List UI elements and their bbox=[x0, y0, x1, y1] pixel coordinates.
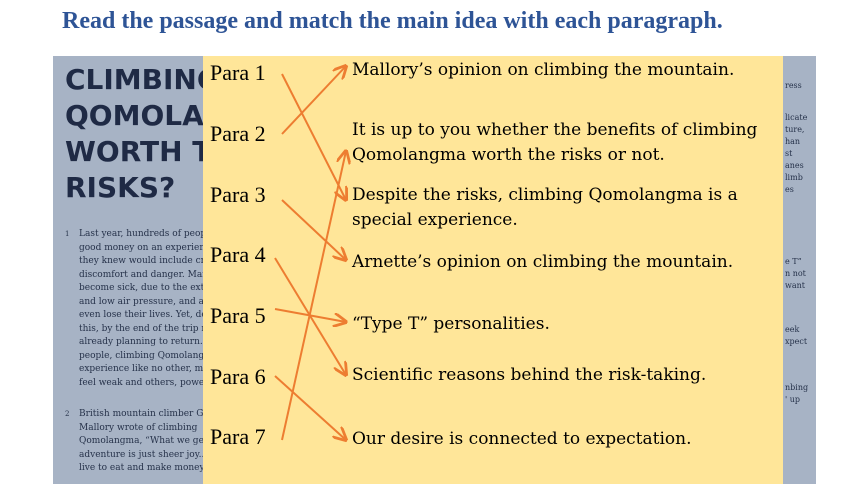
fragment-line: nbing bbox=[785, 383, 809, 392]
fragment-line: n not bbox=[785, 269, 806, 278]
instruction-heading: Read the passage and match the main idea… bbox=[62, 8, 723, 34]
article-line: Mallory wrote of climbing bbox=[79, 422, 198, 433]
article-line: Qomolangma, “What we ge bbox=[79, 436, 204, 446]
fragment-line: xpect bbox=[785, 337, 808, 346]
main-idea-5: “Type T” personalities. bbox=[352, 314, 550, 334]
paragraph-number: 1 bbox=[65, 230, 70, 238]
fragment-line: licate bbox=[785, 113, 808, 122]
article-line: British mountain climber Ge bbox=[79, 409, 209, 419]
article-line: live to eat and make money. bbox=[79, 463, 207, 473]
right-column-fragment: eek xpect bbox=[785, 324, 816, 348]
main-idea-3: Despite the risks, climbing Qomolangma i… bbox=[352, 185, 738, 230]
article-line: already planning to return. I bbox=[79, 337, 210, 347]
article-line: good money on an experience bbox=[79, 242, 216, 253]
fragment-line: han bbox=[785, 137, 801, 146]
article-paragraph-2: 2 British mountain climber Ge Mallory wr… bbox=[65, 408, 219, 476]
article-line: experience like no other, ma bbox=[79, 364, 209, 374]
match-arrow bbox=[274, 375, 346, 440]
fragment-line: ture, bbox=[785, 125, 805, 134]
right-column-fragment: licate ture, han st anes limb es bbox=[785, 112, 816, 196]
matching-card bbox=[203, 56, 783, 484]
article-title-line: RISKS? bbox=[65, 171, 176, 204]
paragraph-number: 2 bbox=[65, 410, 70, 418]
match-arrow bbox=[281, 66, 346, 135]
article-line: become sick, due to the extr bbox=[79, 283, 209, 293]
para-label-4: Para 4 bbox=[210, 242, 266, 267]
fragment-line: st bbox=[785, 149, 793, 158]
match-arrow bbox=[281, 199, 346, 260]
article-line: discomfort and danger. Man bbox=[79, 269, 208, 280]
fragment-line: limb bbox=[785, 173, 803, 182]
main-idea-4: Arnette’s opinion on climbing the mounta… bbox=[352, 252, 734, 272]
article-paragraph-1: 1 Last year, hundreds of people good mon… bbox=[65, 228, 219, 390]
right-column-fragment: e T” n not want bbox=[785, 256, 816, 292]
fragment-line: ' up bbox=[785, 395, 801, 404]
main-idea-7: Our desire is connected to expectation. bbox=[352, 429, 692, 449]
para-label-1: Para 1 bbox=[210, 60, 266, 85]
fragment-line: e T” bbox=[785, 257, 802, 266]
article-line: even lose their lives. Yet, des bbox=[79, 310, 212, 320]
article-line: people, climbing Qomolanga bbox=[79, 350, 210, 361]
main-idea-6: Scientific reasons behind the risk-takin… bbox=[352, 365, 707, 385]
article-line: this, by the end of the trip m bbox=[79, 323, 210, 334]
match-arrow bbox=[281, 151, 346, 441]
article-title-line: CLIMBING bbox=[65, 63, 220, 96]
para-label-2: Para 2 bbox=[210, 121, 266, 146]
right-column-fragment: nbing ' up bbox=[785, 382, 816, 406]
main-idea-2: It is up to you whether the benefits of … bbox=[352, 120, 758, 165]
fragment-line: ress bbox=[785, 81, 802, 90]
para-label-3: Para 3 bbox=[210, 182, 266, 207]
right-column-fragment: ress bbox=[785, 80, 816, 92]
fragment-line: es bbox=[785, 185, 794, 194]
article-line: they knew would include cr bbox=[79, 256, 205, 266]
article-line: Last year, hundreds of people bbox=[79, 229, 215, 239]
article-line: adventure is just sheer joy... bbox=[79, 449, 208, 460]
article-line: feel weak and others, power bbox=[79, 377, 209, 388]
para-label-7: Para 7 bbox=[210, 424, 266, 449]
main-idea-1: Mallory’s opinion on climbing the mounta… bbox=[352, 60, 735, 80]
article-line: and low air pressure, and a bbox=[79, 296, 204, 307]
match-arrow bbox=[281, 73, 346, 200]
fragment-line: eek bbox=[785, 325, 800, 334]
fragment-line: want bbox=[785, 281, 805, 290]
para-label-6: Para 6 bbox=[210, 364, 266, 389]
para-label-5: Para 5 bbox=[210, 303, 266, 328]
fragment-line: anes bbox=[785, 161, 804, 170]
